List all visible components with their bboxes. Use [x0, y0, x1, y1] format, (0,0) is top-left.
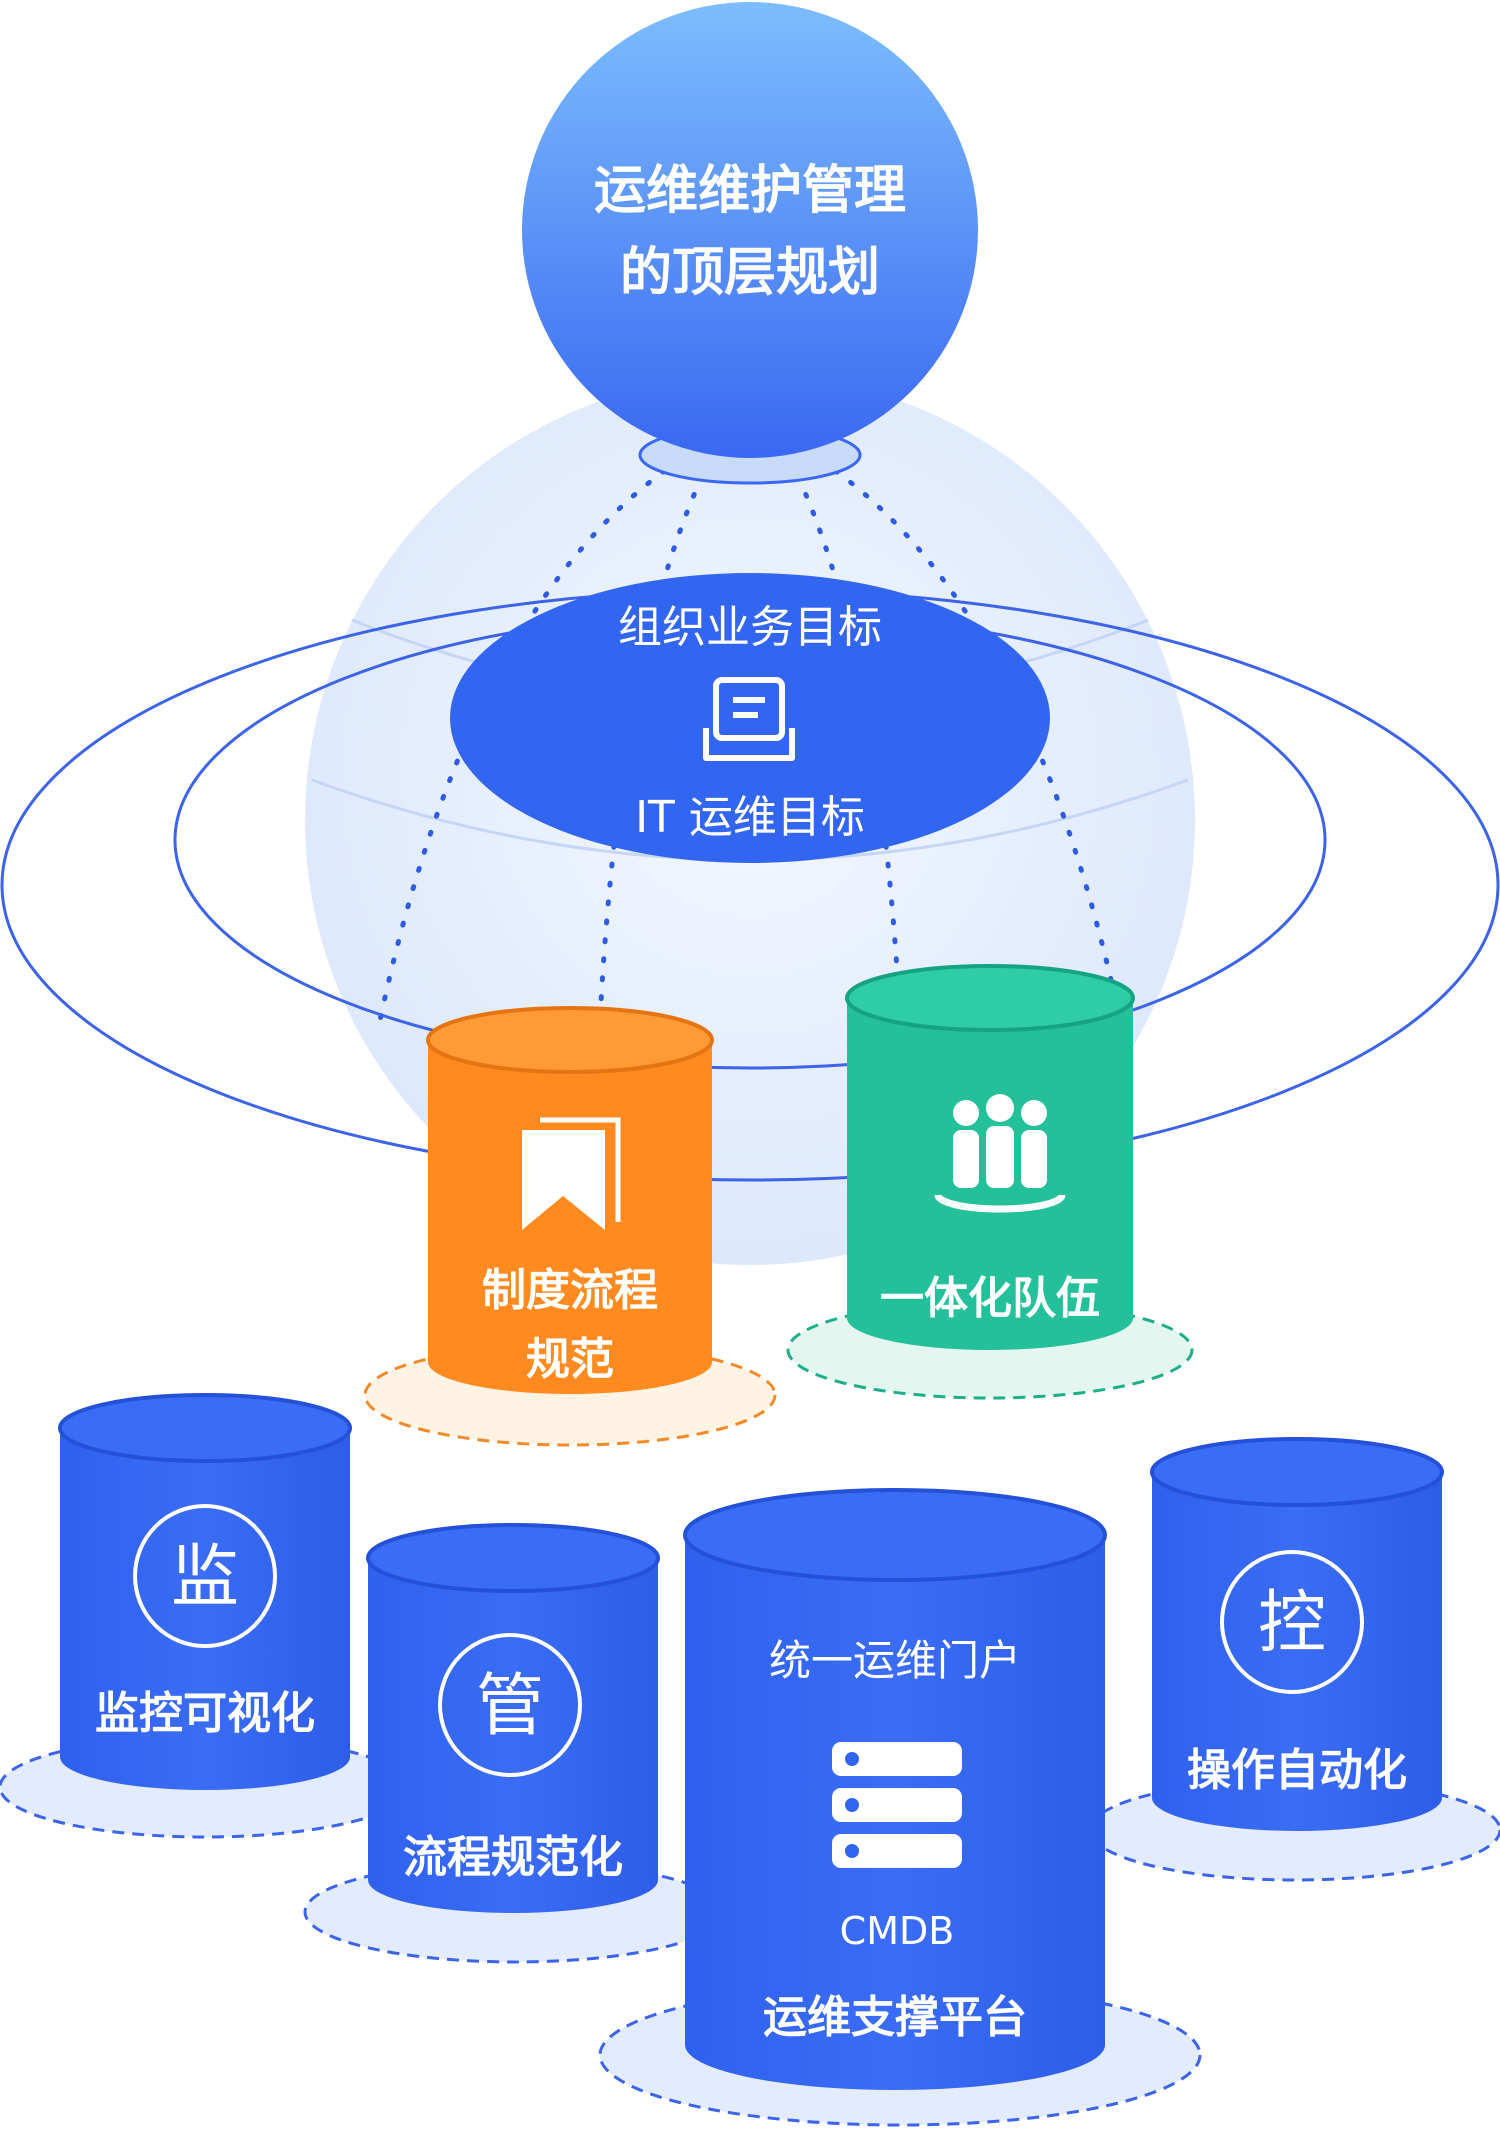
ops-support-platform-cylinder: 统一运维门户 CMDB 运维支撑平台	[598, 1488, 1202, 2127]
business-goal-label: 组织业务目标	[618, 602, 882, 653]
monitor-visualization-label: 监控可视化	[95, 1688, 315, 1739]
process-norms-line1: 制度流程	[482, 1265, 658, 1316]
document-tray-icon	[703, 677, 795, 761]
operation-automation-label: 操作自动化	[1187, 1745, 1407, 1796]
manage-glyph: 管	[476, 1667, 544, 1746]
cmdb-label: CMDB	[840, 1909, 955, 1953]
top-circle-line1: 运维维护管理	[594, 161, 906, 221]
process-standardization-label: 流程规范化	[403, 1832, 623, 1883]
process-standardization-cylinder: 管 流程规范化	[303, 1523, 727, 1964]
goal-ellipse: 组织业务目标 IT 运维目标	[450, 573, 1050, 863]
operation-automation-cylinder: 控 操作自动化	[1088, 1437, 1500, 1882]
process-norms-cylinder: 制度流程 规范	[363, 1006, 777, 1447]
team-icon	[934, 1094, 1066, 1213]
control-glyph: 控	[1258, 1584, 1326, 1663]
top-circle-line2: 的顶层规划	[620, 243, 880, 303]
process-norms-line2: 规范	[526, 1334, 614, 1385]
it-goal-label: IT 运维目标	[635, 792, 865, 843]
monitor-visualization-cylinder: 监 监控可视化	[0, 1393, 412, 1839]
server-icon	[832, 1742, 962, 1868]
monitor-glyph: 监	[171, 1538, 239, 1617]
control-glyph-ring	[1220, 1550, 1364, 1694]
integrated-team-cylinder: 一体化队伍	[786, 964, 1194, 1400]
top-planning-circle: 运维维护管理 的顶层规划	[522, 2, 978, 485]
bookmark-icon	[522, 1117, 621, 1230]
unified-portal-label: 统一运维门户	[769, 1636, 1021, 1685]
integrated-team-label: 一体化队伍	[880, 1273, 1100, 1324]
ops-support-platform-label: 运维支撑平台	[763, 1992, 1027, 2043]
manage-glyph-ring	[438, 1633, 582, 1777]
monitor-glyph-ring	[133, 1504, 277, 1648]
